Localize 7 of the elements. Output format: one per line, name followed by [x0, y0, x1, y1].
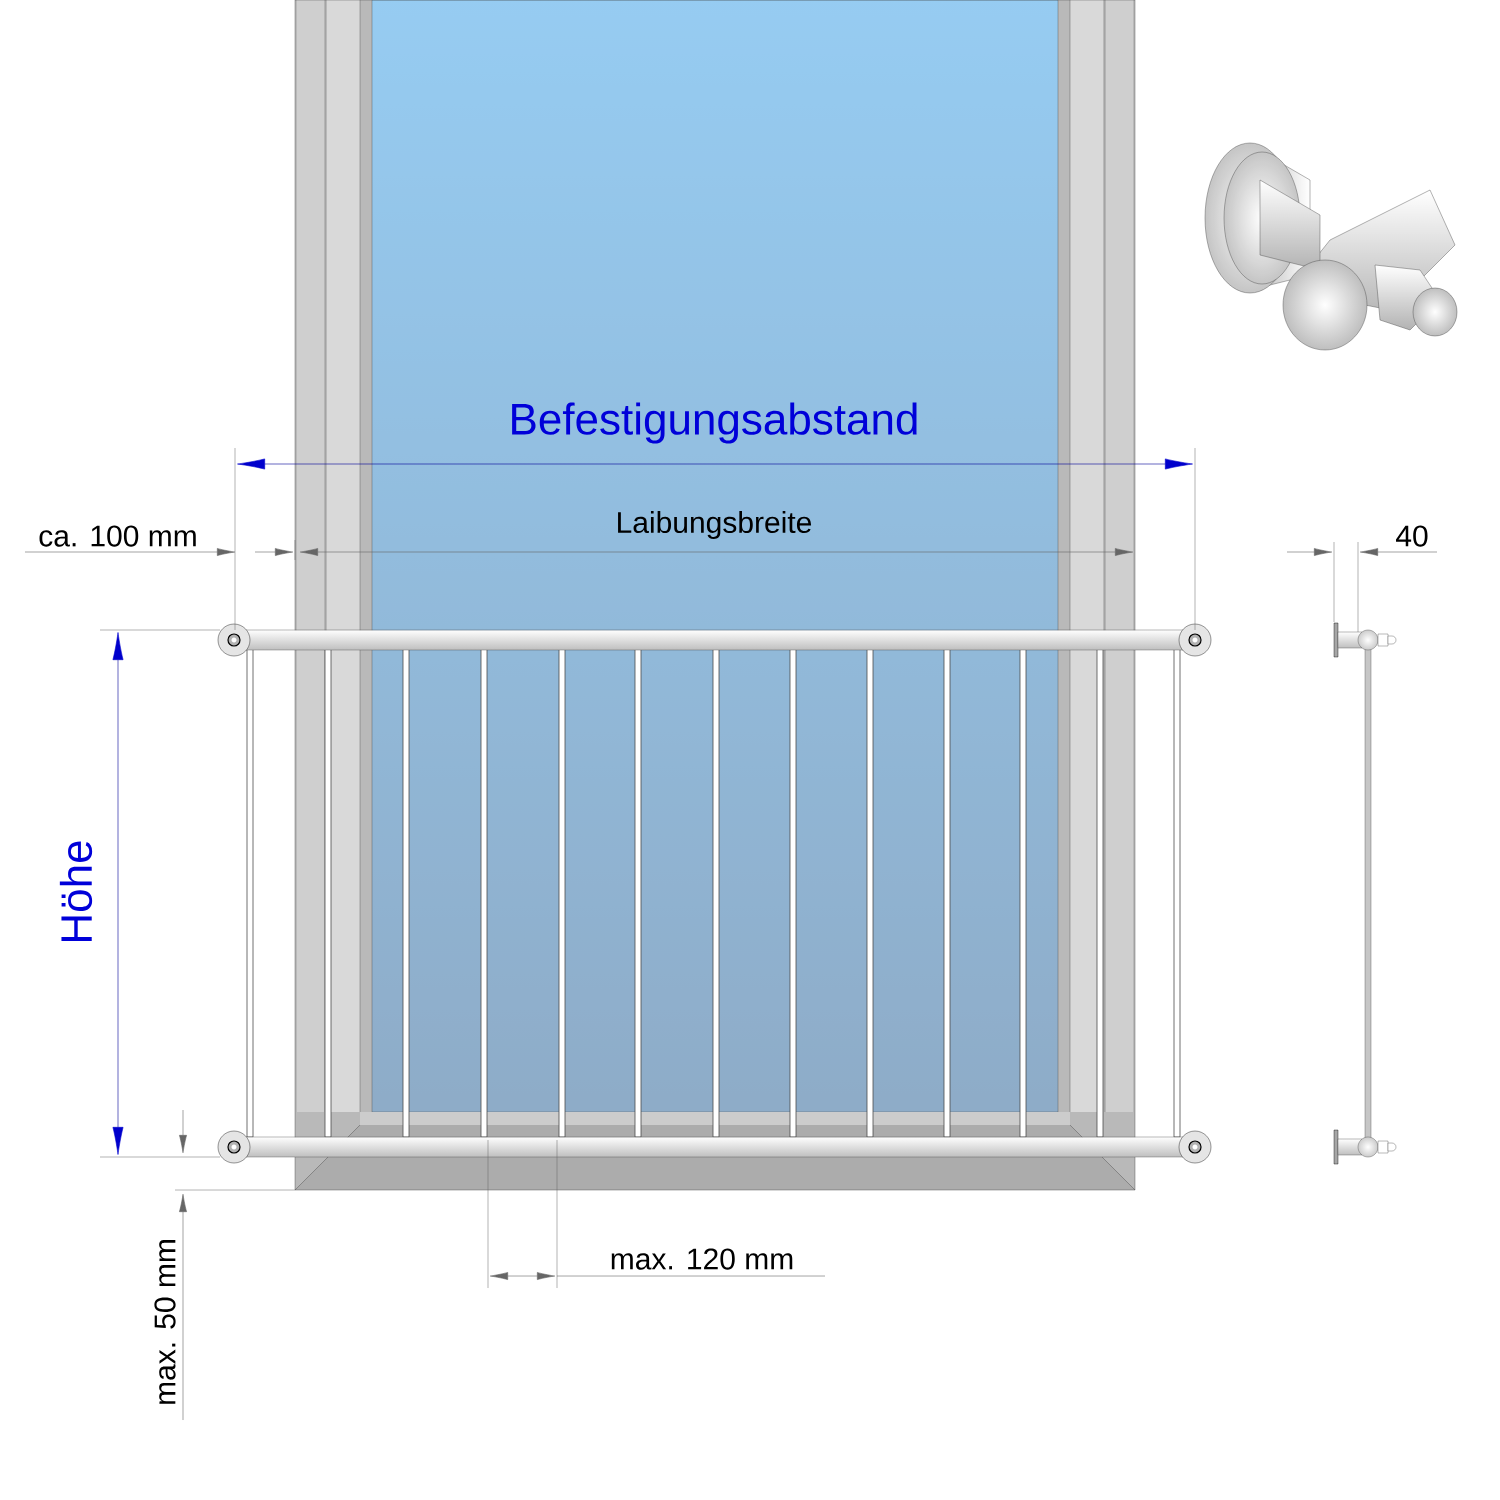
dimension-label: Laibungsbreite	[618, 511, 812, 539]
dimension-label: Höhe	[59, 841, 93, 941]
dimension-label: 40	[1396, 525, 1428, 547]
dimension-label: ca. 100 mm	[39, 525, 196, 547]
dimension-label: max. 120 mm	[611, 1248, 793, 1270]
dimension-label: Befestigungsabstand	[512, 402, 917, 444]
dimension-label: max. 50 mm	[154, 1240, 176, 1404]
